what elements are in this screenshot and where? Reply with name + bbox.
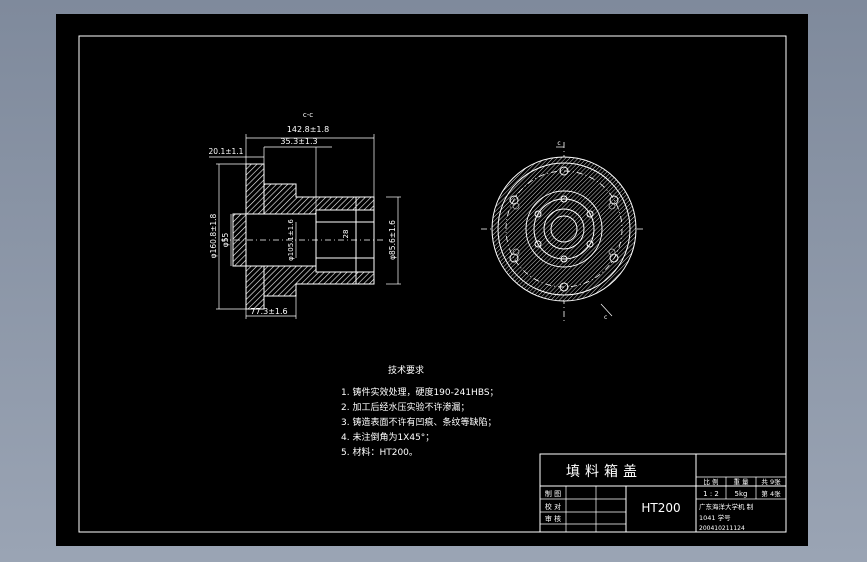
header-scale: 比 例: [703, 477, 718, 486]
flange-section: [232, 163, 265, 310]
row-label-drawn: 制 图: [545, 489, 561, 498]
view-label-bottom: c: [604, 314, 607, 321]
note-item-3: 3. 铸造表面不许有凹痕、条纹等缺陷；: [341, 416, 496, 428]
hub-upper-section: [263, 183, 375, 215]
note-item-5: 5. 材料：HT200。: [341, 446, 418, 458]
center-bore-circle: [550, 215, 578, 243]
dim-overall-length: 142.8±1.8: [287, 125, 329, 134]
org-line-1: 广东海洋大学机 制: [699, 502, 754, 511]
dim-outer-right-diameter: φ85.6±1.6: [388, 220, 397, 260]
dim-bore-diameter: φ55: [221, 233, 230, 248]
notes-title: 技术要求: [388, 364, 424, 376]
technical-notes: 技术要求 1. 铸件实效处理，硬度190-241HBS； 2. 加工后经水压实验…: [341, 364, 499, 458]
hub-lower-section: [263, 265, 375, 297]
header-sheets: 共 9张: [761, 477, 781, 486]
weight-value: 5kg: [735, 490, 748, 498]
part-name: 填料箱盖: [566, 464, 642, 480]
dim-left-diameter: φ160.8±1.8: [209, 213, 218, 258]
dim-small-bore: 28: [342, 230, 350, 239]
note-item-1: 1. 铸件实效处理，硬度190-241HBS；: [341, 386, 499, 398]
dim-flange-thickness: 20.1±1.1: [209, 147, 244, 156]
drawing-sheet: 142.8±1.8 c-c 35.3±1.3 20.1±1.1 φ160.8±1…: [56, 14, 808, 546]
row-label-approved: 审 核: [545, 514, 561, 523]
material-value: HT200: [641, 501, 680, 515]
dim-mid-length: 35.3±1.3: [280, 137, 317, 146]
title-block: 填料箱盖 HT200 制 图 校 对 审 核 比 例 重 量 共 9张 1 : …: [539, 453, 787, 533]
org-line-2: 1041 学号: [699, 513, 731, 522]
header-weight: 重 量: [733, 478, 749, 486]
student-id: 200410211124: [699, 525, 745, 532]
section-view: 142.8±1.8 c-c 35.3±1.3 20.1±1.1 φ160.8±1…: [209, 111, 401, 319]
note-item-4: 4. 未注倒角为1X45°；: [341, 431, 434, 443]
dim-bottom-length: 77.3±1.6: [250, 307, 287, 316]
inner-border: [78, 35, 787, 533]
end-view: c c: [481, 140, 646, 324]
sheet-value: 第 4张: [761, 489, 781, 498]
view-label-top: c: [557, 140, 560, 147]
scale-value: 1 : 2: [703, 490, 719, 498]
section-label: c-c: [303, 111, 313, 119]
drawing-canvas: 142.8±1.8 c-c 35.3±1.3 20.1±1.1 φ160.8±1…: [78, 35, 787, 533]
row-label-checked: 校 对: [545, 502, 561, 511]
dim-inner-diameter: φ105.1±1.6: [287, 219, 295, 261]
note-item-2: 2. 加工后经水压实验不许渗漏；: [341, 401, 469, 413]
